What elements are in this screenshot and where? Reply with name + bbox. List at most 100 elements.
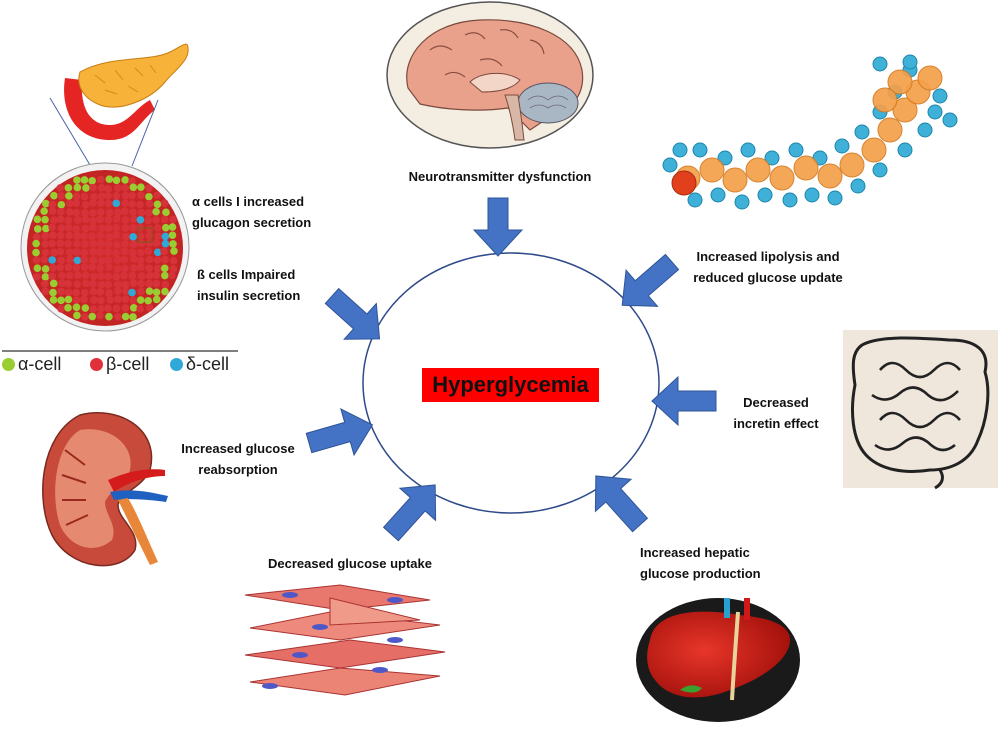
islet-cell (152, 207, 160, 216)
islet-cell (80, 248, 89, 257)
label-hepatic: Increased hepatic glucose production (640, 542, 780, 584)
hydrogen-atom (834, 138, 850, 154)
islet-cell (41, 248, 50, 257)
islet-cell (136, 232, 145, 241)
islet-cell (153, 224, 162, 232)
islet-cell (73, 183, 82, 192)
carbon-atom (745, 157, 771, 183)
islet-cell (121, 304, 130, 312)
hydrogen-atom (757, 187, 773, 203)
islet-cell (112, 191, 121, 200)
islet-cell (114, 295, 122, 304)
islet-cell (136, 296, 145, 304)
label-incretin: Decreased incretin effect (722, 392, 830, 434)
islet-cell (73, 256, 82, 265)
islet-cell (152, 216, 160, 224)
legend-label-alpha: α-cell (18, 354, 62, 374)
islet-cell (145, 239, 154, 247)
arrow-neuro (472, 197, 524, 257)
islet-cell (49, 231, 57, 240)
islet-cell (41, 232, 50, 240)
islet-cell (130, 264, 138, 272)
islet-cell (96, 248, 104, 256)
islet-cell (144, 296, 153, 305)
islet-cell (152, 288, 161, 297)
islet-cell (64, 216, 73, 225)
islet-cell (113, 240, 121, 249)
islet-cell (96, 264, 104, 272)
islet-cell (73, 176, 81, 184)
islet-cell (161, 232, 170, 241)
hydrogen-atom (854, 124, 870, 140)
hydrogen-atom (927, 104, 943, 120)
islet-cell (81, 209, 89, 217)
hydrogen-atom (804, 187, 820, 203)
label-neurotransmitter: Neurotransmitter dysfunction (408, 169, 592, 184)
islet-cell (49, 288, 57, 297)
islet-cell (120, 271, 128, 280)
islet-cell (57, 256, 65, 265)
islet-cell (112, 199, 121, 208)
legend-item-beta: β-cell (90, 354, 149, 375)
islet-cell (138, 272, 146, 280)
hydrogen-atom (788, 142, 804, 158)
islet-cell (161, 287, 169, 296)
islet-cell (81, 224, 90, 233)
islet-cell (104, 216, 113, 224)
islet-cell (88, 263, 97, 271)
liver-illustration (636, 598, 800, 722)
hydrogen-atom (850, 178, 866, 194)
islet-cell (41, 199, 50, 208)
islet-cell (97, 208, 105, 216)
islet-cell (104, 256, 113, 265)
islet-cell (136, 305, 145, 313)
islet-cell (121, 224, 130, 232)
carbon-atom (872, 87, 898, 113)
islet-cell (128, 177, 136, 185)
legend-dot-alpha (2, 358, 15, 371)
islet-cell (89, 287, 98, 296)
islet-cell (48, 207, 57, 215)
islet-cell (81, 271, 90, 280)
oxygen-atom (671, 170, 697, 196)
label-alpha-cells: α cells I increased glucagon secretion (192, 191, 332, 233)
islet-cell (152, 295, 161, 304)
legend-label-delta: δ-cell (186, 354, 230, 374)
islet-cell (56, 247, 65, 256)
islet-cell (32, 272, 41, 281)
islet-cell (50, 191, 58, 200)
hydrogen-atom (897, 142, 913, 158)
legend-dot-beta (90, 358, 103, 371)
islet-cell (170, 247, 178, 255)
islet-cell (161, 223, 170, 232)
islet-cell (122, 232, 130, 241)
islet-cell (97, 304, 106, 313)
islet-cell (33, 225, 42, 233)
islet-cell (72, 225, 81, 233)
arrow-lipolysis (621, 253, 680, 307)
islet-cell (72, 296, 81, 305)
islet-cell (41, 273, 50, 281)
islet-cell (129, 313, 137, 321)
hydrogen-atom (942, 112, 958, 128)
islet-cell (66, 255, 74, 264)
hydrogen-atom (917, 122, 933, 138)
islet-cell (104, 272, 112, 281)
label-reabsorption-line1: Increased glucose (181, 441, 295, 456)
islet-cell (48, 223, 56, 232)
islet-cell (72, 192, 81, 201)
islet-cell (129, 240, 138, 249)
islet-cell (153, 264, 162, 273)
legend-dot-delta (170, 358, 183, 371)
islet-cell (160, 264, 169, 273)
islet-cell (88, 312, 97, 321)
islet-cell (49, 296, 58, 304)
islet-cell (112, 272, 121, 281)
islet-cell (64, 288, 73, 297)
islet-cell (80, 192, 89, 201)
islet-cell (82, 279, 90, 288)
islet-cell (121, 191, 130, 200)
muscle-fibers-illustration (244, 584, 446, 696)
islet-cell (128, 248, 137, 257)
